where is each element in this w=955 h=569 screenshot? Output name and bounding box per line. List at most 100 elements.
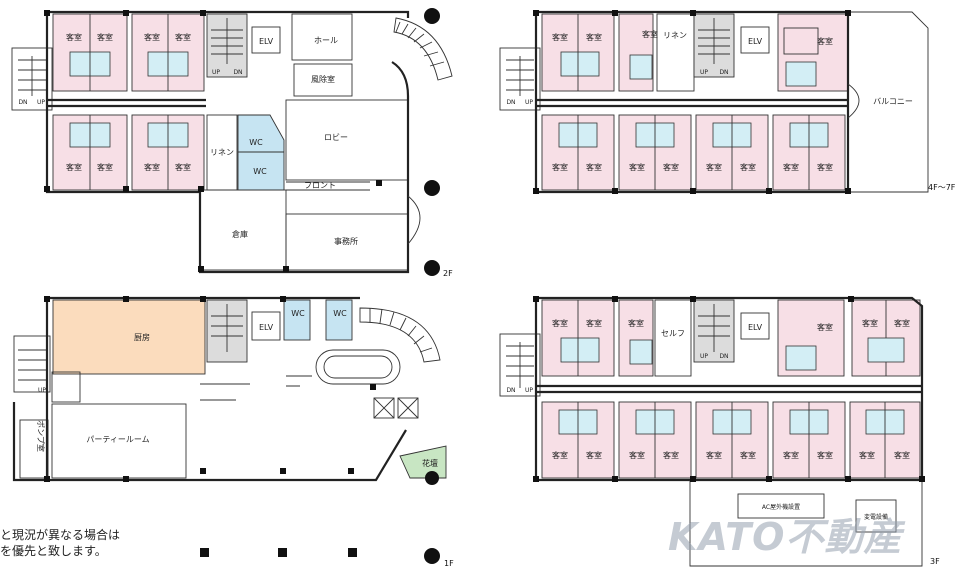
room-label: 客室: [862, 318, 878, 328]
stair-dn-label: DN: [719, 69, 728, 76]
room-label: 客室: [859, 450, 875, 460]
wc-1f-b: [325, 299, 353, 341]
kitchen-1f: [52, 299, 206, 375]
room-label: 客室: [144, 162, 160, 172]
exterior-stair-3f: [499, 333, 541, 397]
room-label: 客室: [629, 162, 645, 172]
stair-dn-label: DN: [233, 69, 242, 76]
linen-label: リネン: [663, 31, 687, 40]
flower-bed-1f: [399, 445, 447, 479]
elv-label: ELV: [748, 323, 763, 332]
room-label: 客室: [817, 322, 833, 332]
transformer-label: 変電設備: [864, 513, 888, 521]
ac-outdoor-label: AC屋外機設置: [762, 503, 800, 511]
room-label: 客室: [144, 32, 160, 42]
plan-1f: 厨房 ELV WC WC パーティールーム ポンプ室 花壇 UP: [12, 296, 447, 485]
party-room-1f: [51, 403, 187, 479]
stair-up-label: UP: [525, 387, 533, 394]
stair-dn-label: DN: [719, 353, 728, 360]
floor-label-3f: 3F: [930, 557, 940, 566]
room-label: 客室: [97, 32, 113, 42]
kitchen-label: 厨房: [134, 332, 150, 342]
floor-label-1f: 1F: [444, 559, 454, 568]
room-label: 客室: [783, 450, 799, 460]
stair-up-label: UP: [38, 387, 46, 394]
stair-up-label: UP: [700, 353, 708, 360]
room-label: 客室: [586, 162, 602, 172]
room-label: 客室: [175, 162, 191, 172]
disclaimer-line-1: と現況が異なる場合は: [0, 528, 121, 542]
guest-room-single-4f: [618, 13, 654, 92]
room-label: 客室: [66, 162, 82, 172]
room-label: 客室: [817, 36, 833, 46]
wc-label: WC: [253, 167, 267, 176]
floor-label-4f-7f: 4F～7F: [928, 183, 955, 192]
wc-1f-a: [283, 299, 311, 341]
room-label: 客室: [740, 450, 756, 460]
room-label: 客室: [663, 162, 679, 172]
exterior-stair-4f: [499, 47, 541, 111]
stair-up-label: UP: [37, 99, 45, 106]
room-label: 客室: [642, 29, 658, 39]
stair-dn-label: DN: [506, 99, 515, 106]
linen-4f: [656, 13, 695, 92]
plan-3f: 客室 客室 客室 セルフ ELV 客室 客室 客室 客室 客室 客室 客室 客室…: [499, 296, 940, 567]
room-label: 客室: [894, 450, 910, 460]
ac-outdoor-unit-area: [737, 493, 825, 519]
hall-2f: [291, 13, 353, 61]
room-label: 客室: [552, 162, 568, 172]
elevator-2f: [251, 26, 281, 54]
room-label: 客室: [740, 162, 756, 172]
lobby-label: ロビー: [324, 133, 348, 142]
office-label: 事務所: [334, 236, 358, 246]
exterior-stair-2f: [11, 47, 53, 111]
room-label: 客室: [552, 32, 568, 42]
room-label: 客室: [817, 450, 833, 460]
pump-room-label: ポンプ室: [36, 420, 46, 452]
elevator-4f: [740, 26, 770, 54]
room-label: 客室: [586, 318, 602, 328]
plan-2f: 客室 客室 客室 客室 客室 客室 客室 客室 ELV ホール 風除室 ロビー …: [11, 8, 453, 278]
room-label: 客室: [97, 162, 113, 172]
linen-label: リネン: [210, 148, 234, 157]
disclaimer-note: と現況が異なる場合は を優先と致します。: [0, 527, 120, 559]
plan-4f-7f: 客室 客室 客室 客室 リネン ELV バルコニー 客室 客室 客室 客室 客室…: [499, 10, 955, 194]
room-label: 客室: [586, 450, 602, 460]
storage-label: 倉庫: [232, 229, 248, 239]
wc-label: WC: [291, 309, 305, 318]
floor-label-2f: 2F: [443, 269, 453, 278]
wc-2f: [237, 114, 285, 191]
disclaimer-line-2: を優先と致します。: [0, 544, 107, 558]
stair-up-label: UP: [212, 69, 220, 76]
self-label: セルフ: [661, 329, 685, 338]
elevator-1f: [251, 311, 281, 341]
elv-label: ELV: [748, 37, 763, 46]
room-label: 客室: [894, 318, 910, 328]
wc-label: WC: [333, 309, 347, 318]
room-label: 客室: [175, 32, 191, 42]
self-laundry-3f: [654, 299, 692, 377]
room-label: 客室: [663, 450, 679, 460]
wc-label: WC: [249, 138, 263, 147]
room-label: 客室: [817, 162, 833, 172]
stair-dn-label: DN: [18, 99, 27, 106]
hall-label: ホール: [314, 36, 338, 45]
transformer-area: [855, 499, 897, 533]
room-label: 客室: [586, 32, 602, 42]
room-label: 客室: [552, 450, 568, 460]
exterior-stair-1f: [13, 335, 51, 393]
front-label: フロント: [304, 181, 336, 190]
windbreak-label: 風除室: [311, 74, 335, 84]
elv-label: ELV: [259, 323, 274, 332]
windbreak-2f: [293, 63, 353, 97]
room-label: 客室: [783, 162, 799, 172]
room-label: 客室: [628, 318, 644, 328]
guest-room-single-3f: [618, 299, 654, 377]
flower-bed-label: 花壇: [422, 458, 438, 468]
stair-dn-label: DN: [506, 387, 515, 394]
party-room-label: パーティールーム: [86, 435, 149, 444]
room-label: 客室: [706, 162, 722, 172]
elevator-3f: [740, 312, 770, 340]
